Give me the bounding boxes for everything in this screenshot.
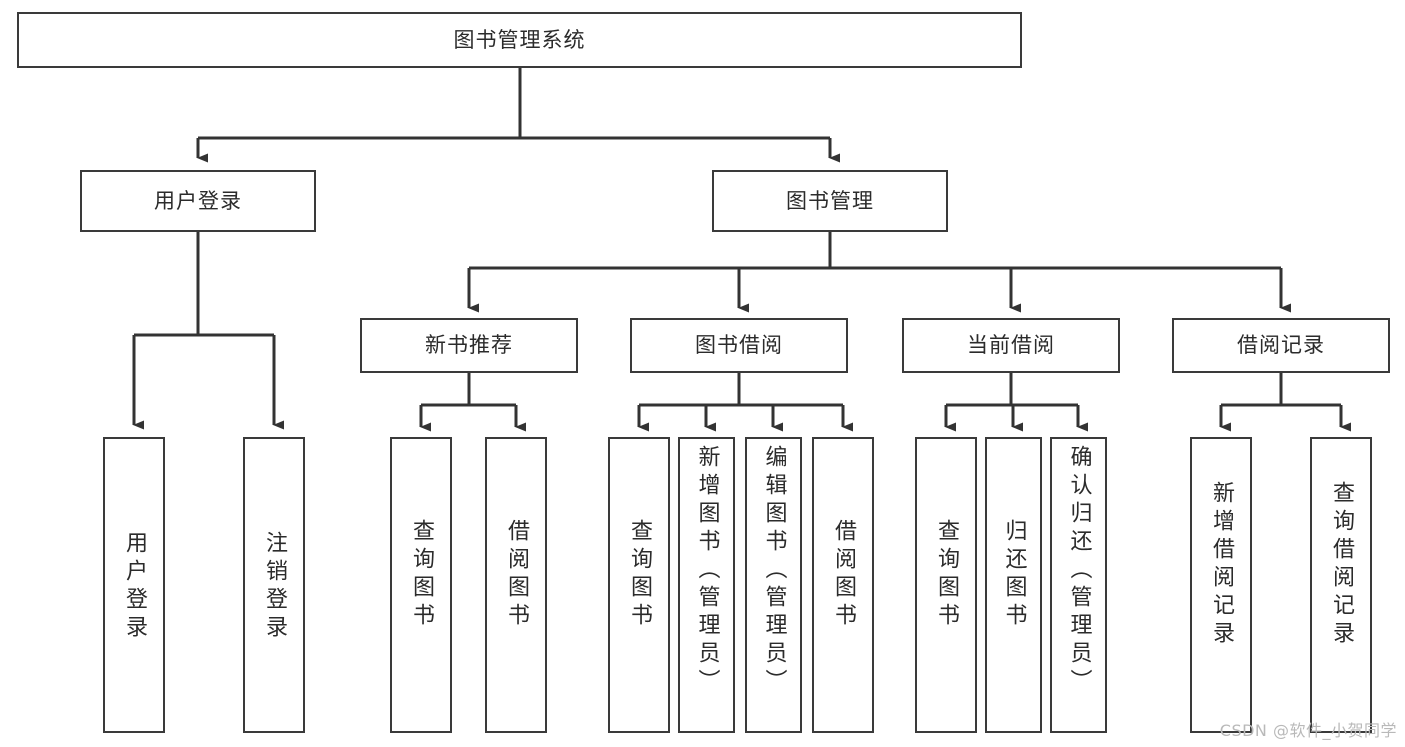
node-borrow-record-label: 借阅记录 bbox=[1237, 333, 1325, 358]
node-root[interactable]: 图书管理系统 bbox=[17, 12, 1022, 68]
node-leaf-query-book-1[interactable]: 查询图书 bbox=[390, 437, 452, 733]
node-leaf-return-book-label: 归还图书 bbox=[1001, 519, 1027, 631]
node-leaf-borrow-book-1[interactable]: 借阅图书 bbox=[485, 437, 547, 733]
node-leaf-edit-book-admin[interactable]: 编辑图书（管理员） bbox=[745, 437, 802, 733]
node-book-manage-label: 图书管理 bbox=[786, 188, 874, 213]
node-new-book-recommend-label: 新书推荐 bbox=[425, 333, 513, 358]
node-leaf-add-book-admin[interactable]: 新增图书（管理员） bbox=[678, 437, 735, 733]
node-leaf-user-login-label: 用户登录 bbox=[122, 531, 147, 643]
node-leaf-query-book-2[interactable]: 查询图书 bbox=[608, 437, 670, 733]
node-book-manage[interactable]: 图书管理 bbox=[712, 170, 948, 232]
node-root-label: 图书管理系统 bbox=[453, 27, 586, 52]
node-leaf-query-book-1-label: 查询图书 bbox=[409, 519, 434, 631]
node-leaf-borrow-book-2[interactable]: 借阅图书 bbox=[812, 437, 874, 733]
node-leaf-borrow-book-2-label: 借阅图书 bbox=[831, 519, 856, 631]
node-book-borrow[interactable]: 图书借阅 bbox=[630, 318, 848, 373]
node-leaf-add-book-admin-label: 新增图书（管理员） bbox=[694, 445, 720, 697]
node-book-borrow-label: 图书借阅 bbox=[695, 333, 783, 358]
node-leaf-query-book-3[interactable]: 查询图书 bbox=[915, 437, 977, 733]
node-current-borrow[interactable]: 当前借阅 bbox=[902, 318, 1120, 373]
node-user-login-label: 用户登录 bbox=[154, 188, 242, 213]
node-leaf-user-login[interactable]: 用户登录 bbox=[103, 437, 165, 733]
node-user-login[interactable]: 用户登录 bbox=[80, 170, 316, 232]
node-leaf-borrow-book-1-label: 借阅图书 bbox=[504, 519, 529, 631]
node-new-book-recommend[interactable]: 新书推荐 bbox=[360, 318, 578, 373]
node-leaf-query-book-2-label: 查询图书 bbox=[627, 519, 652, 631]
node-leaf-edit-book-admin-label: 编辑图书（管理员） bbox=[761, 445, 787, 697]
node-leaf-logout-login-label: 注销登录 bbox=[262, 531, 287, 643]
node-borrow-record[interactable]: 借阅记录 bbox=[1172, 318, 1390, 373]
node-leaf-return-book[interactable]: 归还图书 bbox=[985, 437, 1042, 733]
node-leaf-add-borrow-record[interactable]: 新增借阅记录 bbox=[1190, 437, 1252, 733]
node-leaf-confirm-return-admin[interactable]: 确认归还（管理员） bbox=[1050, 437, 1107, 733]
node-leaf-query-book-3-label: 查询图书 bbox=[934, 519, 959, 631]
node-current-borrow-label: 当前借阅 bbox=[967, 333, 1055, 358]
node-leaf-confirm-return-admin-label: 确认归还（管理员） bbox=[1066, 445, 1092, 697]
node-leaf-query-borrow-record-label: 查询借阅记录 bbox=[1329, 481, 1354, 649]
node-leaf-logout-login[interactable]: 注销登录 bbox=[243, 437, 305, 733]
node-leaf-query-borrow-record[interactable]: 查询借阅记录 bbox=[1310, 437, 1372, 733]
node-leaf-add-borrow-record-label: 新增借阅记录 bbox=[1209, 481, 1234, 649]
